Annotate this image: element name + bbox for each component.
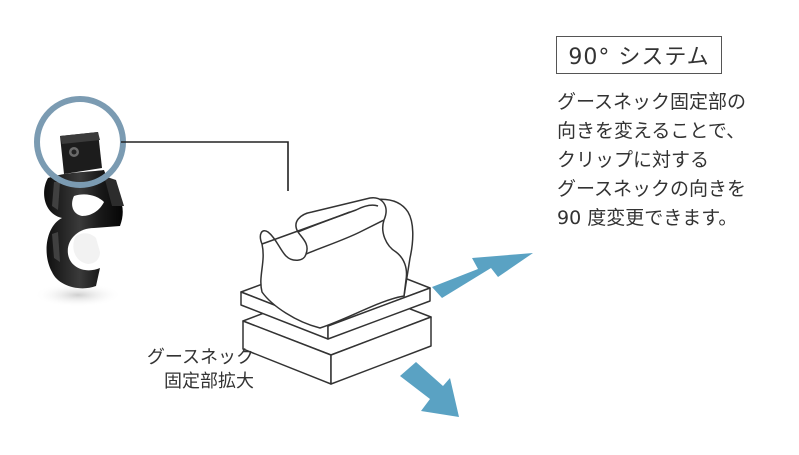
zoom-label: グースネック 固定部拡大 [104,346,254,394]
system-title: 90° システム [556,36,722,74]
bottom-plate-right [330,316,432,385]
top-plate-right [327,287,431,340]
blue-arrow-down [400,362,459,417]
description-line: クリップに対する [557,149,710,171]
connector-line [121,141,289,191]
clip-shadow [34,283,122,307]
zoom-label-line: 固定部拡大 [164,371,254,392]
mic-clip-photo [34,132,124,307]
clip-side-profile [259,197,408,329]
blue-arrow-right [432,253,533,298]
clip-body [44,170,123,289]
gooseneck-mount-isometric [240,197,432,385]
description: グースネック固定部の 向きを変えることで、 クリップに対する グースネックの向き… [557,88,793,233]
description-line: グースネック固定部の [557,91,747,113]
zoom-label-line: グースネック [146,347,254,368]
description-line: 90 度変更できます。 [557,207,738,229]
clip-top-surface [261,204,379,245]
description-line: グースネックの向きを [557,178,747,200]
description-line: 向きを変えることで、 [557,120,746,142]
